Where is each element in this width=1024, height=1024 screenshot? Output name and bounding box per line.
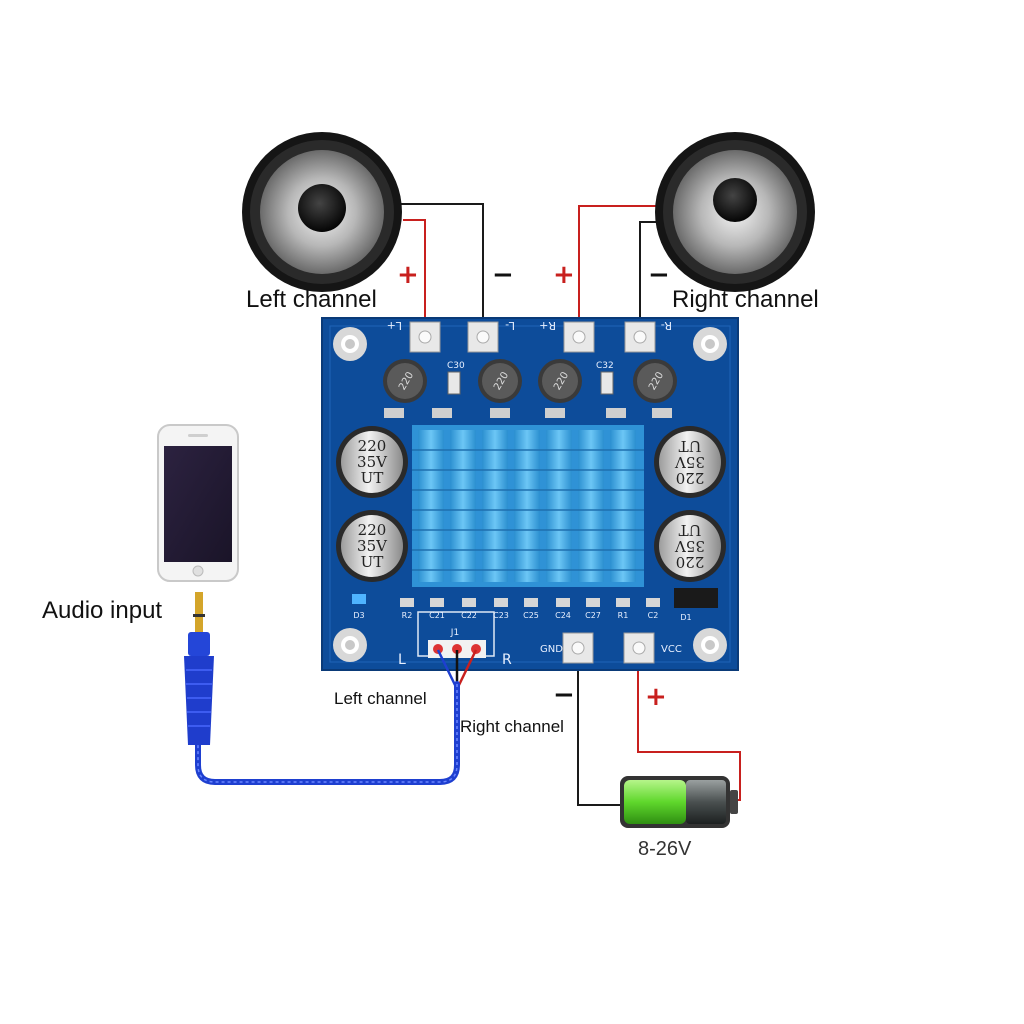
component-label-r2: R2 [402,611,413,620]
component-label-c27: C27 [585,611,601,620]
cap-marking-value: 220 [676,553,705,571]
right-speaker-icon [655,132,815,292]
terminal-label-r-plus: R+ [539,319,556,332]
right-minus-wire [639,221,662,332]
jack-label: J1 [450,628,459,638]
gnd-terminal-label: GND [540,644,563,655]
mounting-hole-icon [333,327,727,662]
terminal-label-l-plus: L+ [387,319,402,332]
cap-marking-voltage: 35V [357,537,388,555]
right-speaker-plus-sign: + [553,260,575,290]
gnd-minus-sign: − [553,680,575,710]
left-channel-wire-label: Left channel [334,689,427,708]
right-channel-wire-label: Right channel [460,717,564,736]
cap-marking-value: 220 [676,469,705,487]
amplifier-board [321,317,739,671]
right-channel-speaker-label: Right channel [672,286,819,313]
right-plus-wire [578,205,660,332]
cap-marking-value: 220 [358,437,387,455]
audio-cable [195,681,460,785]
component-label-d1: D1 [680,613,691,622]
cap-c30-label: C30 [447,361,465,371]
component-label-c25: C25 [523,611,539,620]
cap-marking-voltage: 35V [674,453,705,471]
cap-marking-voltage: 35V [674,537,705,555]
component-label-d3: D3 [353,611,364,620]
input-label-right: R [502,652,512,668]
terminal-label-l-minus: L- [505,319,515,332]
left-channel-speaker-label: Left channel [246,286,377,313]
component-label-c21: C21 [429,611,445,620]
inductor-icons [383,359,677,403]
vcc-terminal-label: VCC [661,644,682,655]
component-label-c2: C2 [648,611,659,620]
speaker-terminals [409,321,656,353]
component-label-c22: C22 [461,611,477,620]
component-label-c24: C24 [555,611,571,620]
terminal-label-r-minus: R- [661,319,672,332]
cap-c32-label: C32 [596,361,614,371]
battery-voltage-label: 8-26V [638,838,692,860]
vcc-plus-sign: + [645,682,667,712]
phone-icon [157,424,239,582]
cap-marking-brand: UT [361,469,384,487]
cap-marking-value: 220 [358,521,387,539]
heatsink [412,425,644,587]
cap-marking-brand: UT [679,521,702,539]
board-silkscreen: L+ L- R+ R- C30 C32 220 220 220 220 220 … [353,319,705,668]
cap-marking-brand: UT [361,553,384,571]
left-speaker-plus-sign: + [397,260,419,290]
left-speaker-minus-sign: − [492,260,514,290]
left-minus-wire [398,203,484,332]
capacitor-icons [336,426,726,582]
component-label-c23: C23 [493,611,509,620]
cap-marking-brand: UT [679,437,702,455]
left-plus-wire [403,219,426,332]
audio-input-label: Audio input [42,597,163,624]
gnd-wire [577,652,622,806]
cap-marking-voltage: 35V [357,453,388,471]
right-speaker-minus-sign: − [648,260,670,290]
battery-icon [620,776,738,828]
component-label-r1: R1 [618,611,629,620]
left-speaker-icon [242,132,402,292]
audio-jack-icon [184,592,214,745]
input-label-left: L [398,652,406,668]
